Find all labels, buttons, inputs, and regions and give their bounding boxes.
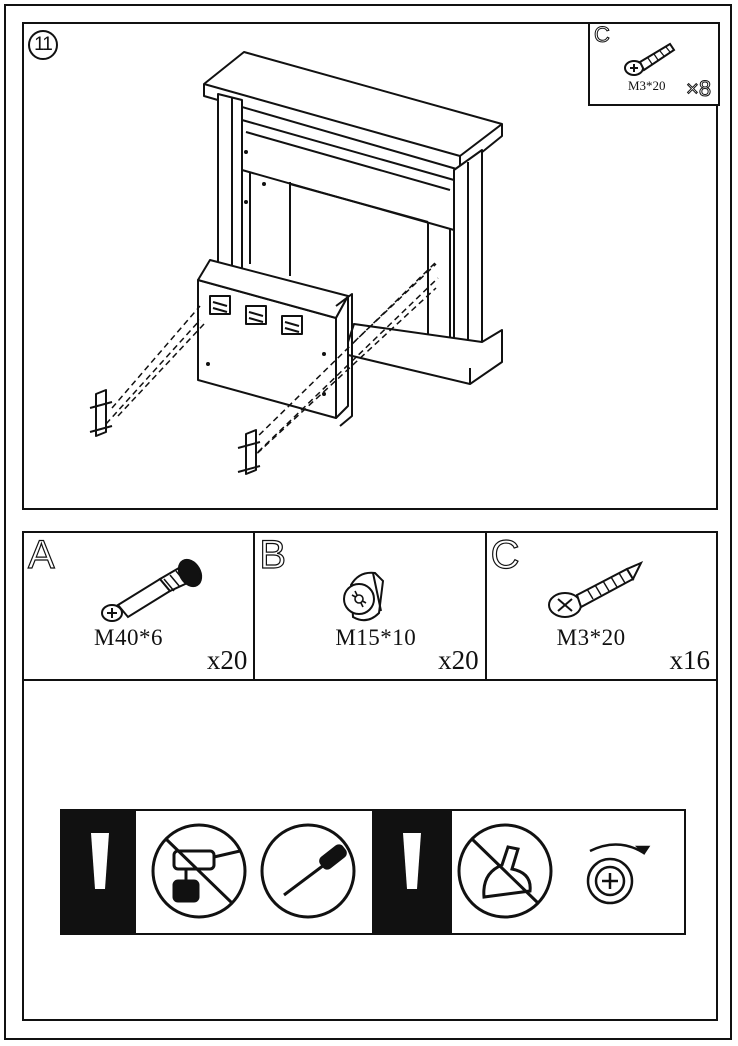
part-quantity: x16	[669, 645, 710, 675]
part-quantity: x20	[438, 645, 479, 675]
part-cell-c: C M3*20 x16	[484, 532, 716, 679]
part-label: M3*20	[556, 625, 626, 650]
page-frame	[4, 4, 732, 1040]
caution-block-icon	[62, 811, 136, 933]
cam-lock-icon	[343, 571, 385, 622]
fireplace-assembly-diagram	[89, 51, 503, 475]
step-number-badge: 11	[28, 30, 58, 60]
callout-quantity: ×8	[685, 76, 712, 102]
hardware-callout: C M3*20 ×8	[588, 22, 720, 106]
screw-icon	[547, 561, 643, 618]
part-label: M40*6	[94, 625, 163, 650]
callout-part-label: M3*20	[628, 78, 666, 93]
part-cell-a: A M40*6 x20	[24, 532, 253, 679]
callout-part-letter: C	[594, 22, 611, 48]
step-illustration-panel: 11 C M3*20 ×8	[22, 22, 720, 510]
part-cell-b: B M15*10 x20	[253, 532, 484, 679]
part-label: M15*10	[335, 625, 417, 650]
cam-bolt-icon	[101, 558, 203, 622]
part-letter: A	[27, 532, 55, 577]
rotate-clockwise-icon	[586, 843, 651, 905]
no-power-drill-icon	[151, 823, 247, 919]
tool-instructions-graphic	[62, 811, 651, 933]
part-quantity: x20	[206, 645, 248, 675]
screw-icon	[624, 42, 676, 76]
parts-row: A M40*6 x20 B	[24, 532, 716, 681]
part-letter: B	[259, 532, 287, 577]
caution-block-icon	[372, 811, 452, 933]
parts-list-panel: A M40*6 x20 B	[22, 531, 718, 1021]
tool-instructions-strip	[60, 809, 686, 935]
part-letter: C	[490, 532, 520, 577]
screwdriver-icon	[260, 823, 356, 919]
no-overtighten-icon	[457, 823, 553, 919]
